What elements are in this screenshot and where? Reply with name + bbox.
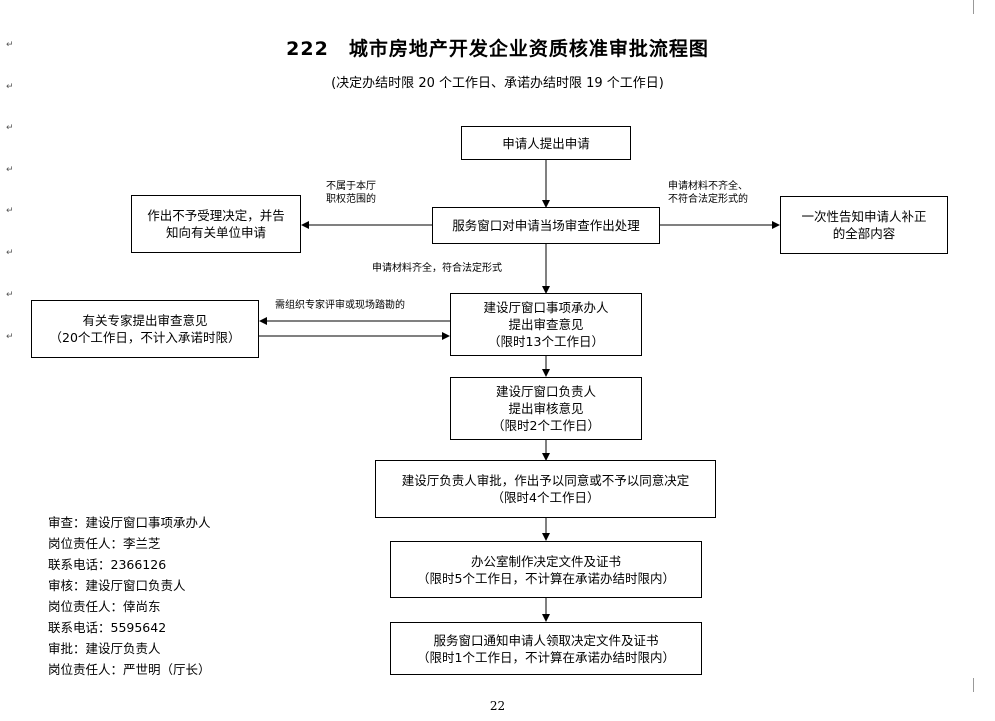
label-incomplete: 申请材料不齐全、不符合法定形式的 [668,181,748,205]
contact-line: 联系电话：5595642 [48,620,167,635]
contact-info: 审查：建设厅窗口事项承办人 岗位责任人：李兰芝 联系电话：2366126 审核：… [48,512,211,680]
box-window-process: 服务窗口对申请当场审查作出处理 [432,207,660,244]
box-office: 办公室制作决定文件及证书（限时5个工作日，不计算在承诺办结时限内） [390,541,702,598]
box-manager: 建设厅窗口负责人提出审核意见（限时2个工作日） [450,377,642,440]
document-title: 222 城市房地产开发企业资质核准审批流程图 [286,38,709,60]
box-reject: 作出不予受理决定，并告知向有关单位申请 [131,195,301,253]
label-not-in-scope: 不属于本厅职权范围的 [326,181,376,205]
box-correction: 一次性告知申请人补正的全部内容 [780,196,948,254]
box-approval: 建设厅负责人审批，作出予以同意或不予以同意决定（限时4个工作日） [375,460,716,518]
document-subtitle: (决定办结时限 20 个工作日、承诺办结时限 19 个工作日) [331,76,664,91]
label-need-expert: 需组织专家评审或现场踏勘的 [275,300,405,311]
box-apply: 申请人提出申请 [461,126,631,160]
contact-line: 审批：建设厅负责人 [48,641,161,656]
page-number: 22 [489,699,506,713]
contact-line: 岗位责任人：严世明（厅长） [48,662,211,677]
crop-mark [973,678,974,692]
box-notify: 服务窗口通知申请人领取决定文件及证书（限时1个工作日，不计算在承诺办结时限内） [390,622,702,675]
contact-line: 联系电话：2366126 [48,557,167,572]
contact-line: 岗位责任人：李兰芝 [48,536,161,551]
box-handler: 建设厅窗口事项承办人提出审查意见（限时13个工作日） [450,293,642,356]
contact-line: 审查：建设厅窗口事项承办人 [48,515,211,530]
contact-line: 岗位责任人：倖尚东 [48,599,161,614]
box-expert: 有关专家提出审查意见（20个工作日，不计入承诺时限） [31,300,259,358]
crop-mark [973,0,974,14]
label-complete: 申请材料齐全，符合法定形式 [372,263,502,274]
contact-line: 审核：建设厅窗口负责人 [48,578,186,593]
